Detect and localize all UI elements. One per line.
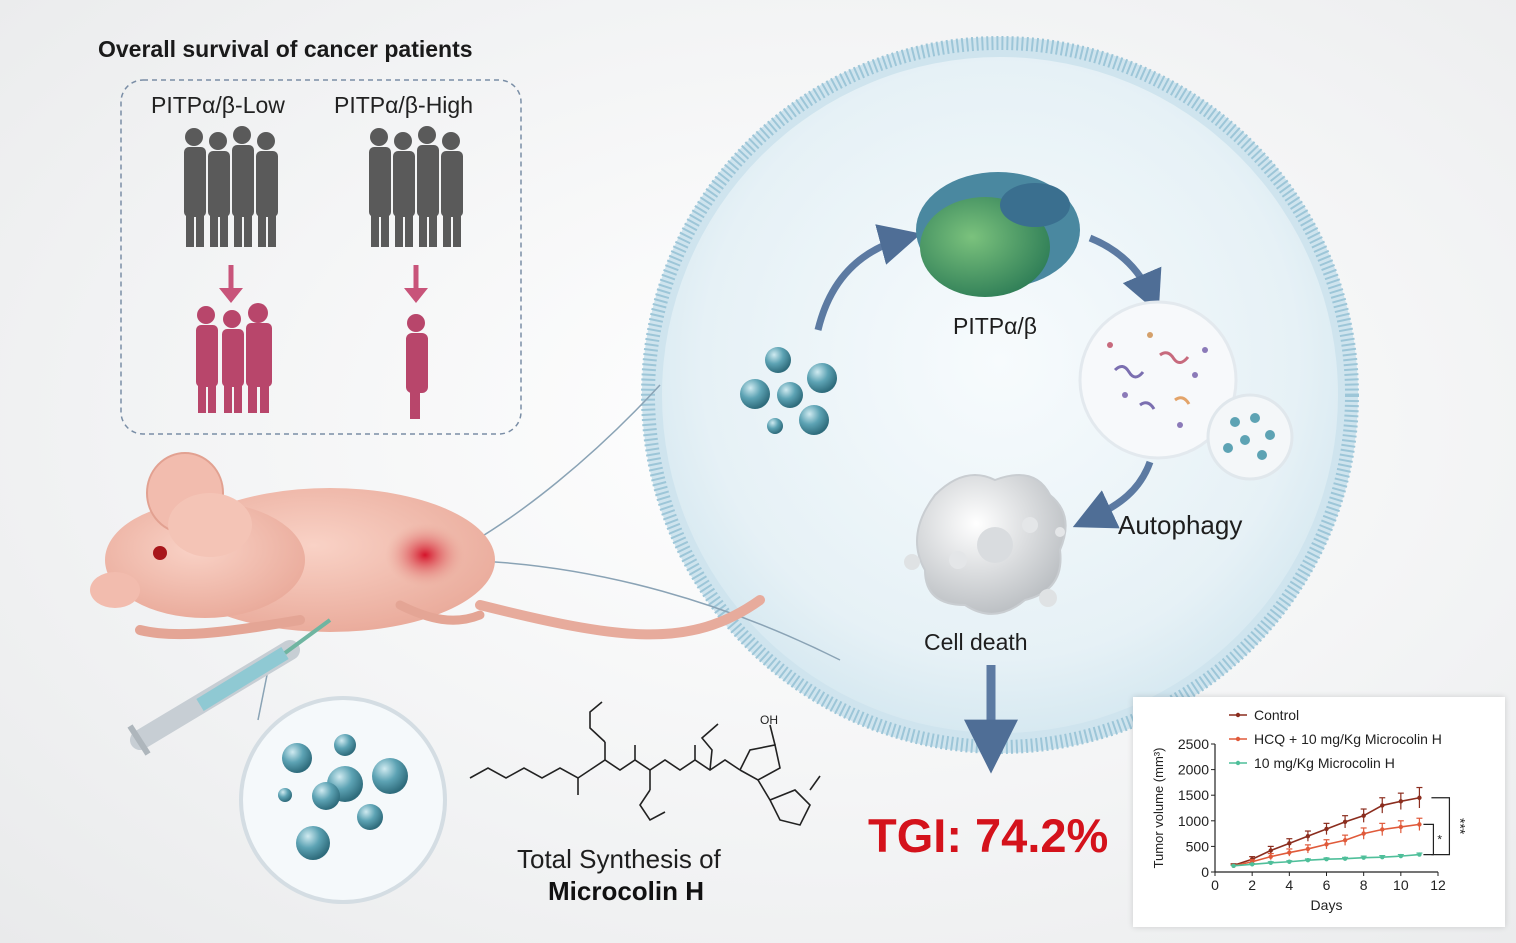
y-tick-label: 2500	[1178, 736, 1209, 752]
syringe-icon	[127, 618, 332, 756]
data-point	[1342, 819, 1348, 825]
survivor-group-icon	[196, 303, 272, 413]
data-point	[1268, 848, 1273, 853]
significance-label: ***	[1452, 818, 1468, 835]
data-point	[1324, 857, 1329, 862]
arrow-icon	[1088, 234, 1162, 314]
y-tick-label: 1000	[1178, 813, 1209, 829]
y-tick-label: 0	[1201, 864, 1209, 880]
survival-box	[120, 79, 522, 435]
y-axis-title: Tumor volume (mm³)	[1151, 748, 1166, 869]
nanoparticle-zoom-icon	[239, 696, 447, 904]
x-tick-label: 2	[1248, 877, 1256, 893]
data-point	[1380, 827, 1385, 832]
mouse-icon	[90, 452, 765, 640]
data-point	[1417, 852, 1422, 857]
data-point	[1305, 846, 1311, 852]
pitp-low-label: PITPα/β-Low	[151, 92, 285, 118]
survival-title: Overall survival of cancer patients	[98, 36, 473, 62]
synthesis-line-2: Microcolin H	[548, 876, 705, 906]
nanoparticle-cluster-icon	[740, 347, 837, 435]
synthesis-line-1: Total Synthesis of	[517, 844, 721, 874]
significance-bracket	[1423, 823, 1435, 856]
dead-cell-icon	[904, 474, 1067, 615]
hydroxyl-label: OH	[760, 713, 778, 727]
x-tick-label: 0	[1211, 877, 1219, 893]
x-tick-label: 10	[1393, 877, 1409, 893]
significance-label: *	[1437, 832, 1442, 846]
cell-death-label: Cell death	[924, 629, 1028, 655]
data-point	[1287, 841, 1292, 846]
data-point	[1342, 856, 1348, 861]
data-point	[1324, 842, 1329, 847]
autophagy-label: Autophagy	[1118, 510, 1243, 540]
cell-membrane	[641, 36, 1359, 754]
data-point	[1305, 858, 1311, 863]
data-point	[1380, 803, 1385, 808]
data-point	[1342, 838, 1348, 843]
data-point	[1268, 860, 1273, 865]
legend-label: Control	[1254, 707, 1299, 723]
data-point	[1231, 863, 1236, 869]
data-point	[1287, 859, 1292, 864]
data-point	[1417, 822, 1422, 827]
y-tick-label: 1500	[1178, 787, 1209, 803]
legend-label: 10 mg/Kg Microcolin H	[1254, 755, 1395, 771]
arrow-icon	[814, 224, 922, 331]
data-point	[1398, 853, 1404, 859]
data-point	[1417, 795, 1422, 800]
arrow-icon	[1072, 460, 1154, 529]
legend-label: HCQ + 10 mg/Kg Microcolin H	[1254, 731, 1442, 747]
y-tick-label: 500	[1186, 838, 1210, 854]
tgi-value: TGI: 74.2%	[868, 809, 1109, 862]
data-point	[1398, 824, 1404, 830]
y-tick-label: 2000	[1178, 762, 1209, 778]
legend-marker	[1235, 760, 1241, 766]
significance-bracket	[1431, 797, 1451, 856]
legend-marker	[1235, 712, 1241, 718]
data-point	[1249, 862, 1255, 867]
data-point	[1287, 850, 1292, 855]
x-tick-label: 4	[1285, 877, 1293, 893]
data-point	[1361, 855, 1366, 860]
legend-marker	[1235, 736, 1241, 742]
autophagosome-icon	[1078, 300, 1294, 481]
patient-group-icon	[184, 126, 278, 247]
x-tick-label: 6	[1323, 877, 1331, 893]
x-tick-label: 12	[1430, 877, 1446, 893]
x-tick-label: 8	[1360, 877, 1368, 893]
data-point	[1324, 826, 1329, 832]
data-point	[1398, 799, 1404, 804]
pitp-high-label: PITPα/β-High	[334, 92, 473, 118]
protein-label: PITPα/β	[953, 313, 1038, 339]
data-point	[1268, 854, 1273, 859]
protein-structure-icon	[916, 172, 1080, 297]
survivor-icon	[406, 314, 428, 419]
data-point	[1361, 813, 1366, 818]
patient-silhouettes	[184, 126, 463, 419]
data-point	[1305, 833, 1311, 839]
microcolin-h-structure-icon	[469, 701, 821, 826]
patient-group-icon	[369, 126, 463, 247]
data-point	[1380, 854, 1385, 860]
x-axis-title: Days	[1311, 897, 1343, 913]
data-point	[1361, 831, 1366, 836]
